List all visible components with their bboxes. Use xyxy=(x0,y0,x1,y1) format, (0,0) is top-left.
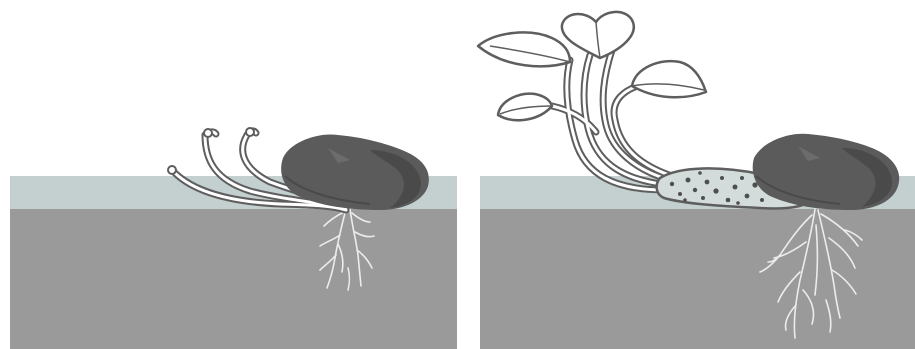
panel-left xyxy=(10,128,457,349)
leaf-3 xyxy=(632,61,706,97)
leaf-1 xyxy=(478,32,570,66)
leaves-right xyxy=(478,12,706,120)
panel-right xyxy=(478,12,915,349)
